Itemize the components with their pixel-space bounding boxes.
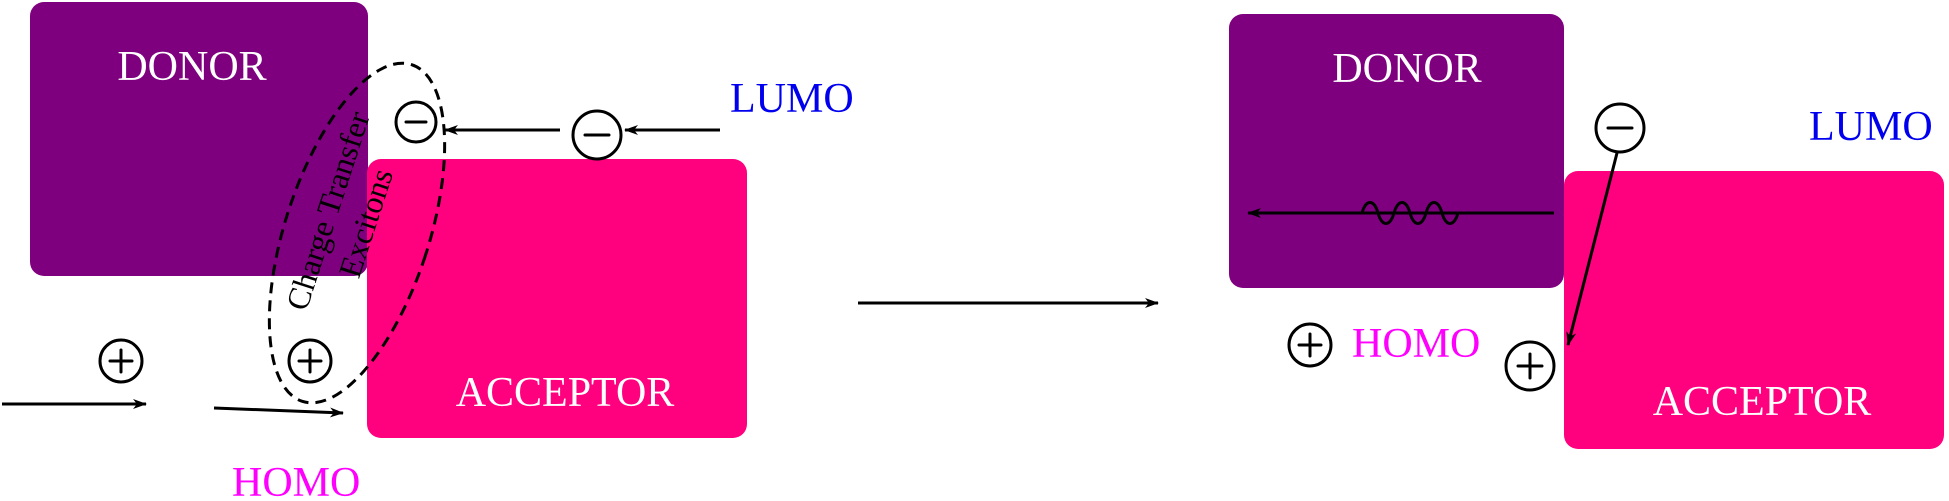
left-hole-arrow-2 — [213, 406, 344, 418]
right-homo-label: HOMO — [1352, 321, 1480, 367]
right-donor-box — [1229, 14, 1564, 288]
left-acceptor-label: ACCEPTOR — [456, 370, 675, 416]
left-donor-label: DONOR — [117, 44, 266, 90]
wavy-spring-icon — [1360, 201, 1460, 225]
right-panel: DONOR ACCEPTOR LUMO HOMO — [1229, 14, 1944, 449]
left-hole-inner — [287, 338, 333, 384]
right-donor-label: DONOR — [1332, 46, 1481, 92]
right-lumo-label: LUMO — [1809, 104, 1933, 150]
right-electron — [1594, 102, 1646, 154]
right-hole-inner — [1504, 340, 1556, 392]
right-acceptor-box — [1564, 171, 1944, 449]
left-acceptor-box — [367, 159, 747, 438]
left-lumo-label: LUMO — [730, 76, 854, 122]
exciton-ellipse — [267, 61, 447, 405]
right-acceptor-label: ACCEPTOR — [1653, 379, 1872, 425]
left-hole-outer — [98, 338, 144, 384]
left-electron-outer — [571, 109, 623, 161]
left-donor-box — [30, 2, 368, 276]
right-hole-outer — [1287, 322, 1333, 368]
right-electron-arrow — [1566, 152, 1619, 346]
left-electron-inner — [394, 100, 438, 144]
left-panel: DONOR ACCEPTOR LUMO HOMO Charge Transfer… — [2, 2, 854, 501]
left-homo-label: HOMO — [232, 460, 360, 501]
